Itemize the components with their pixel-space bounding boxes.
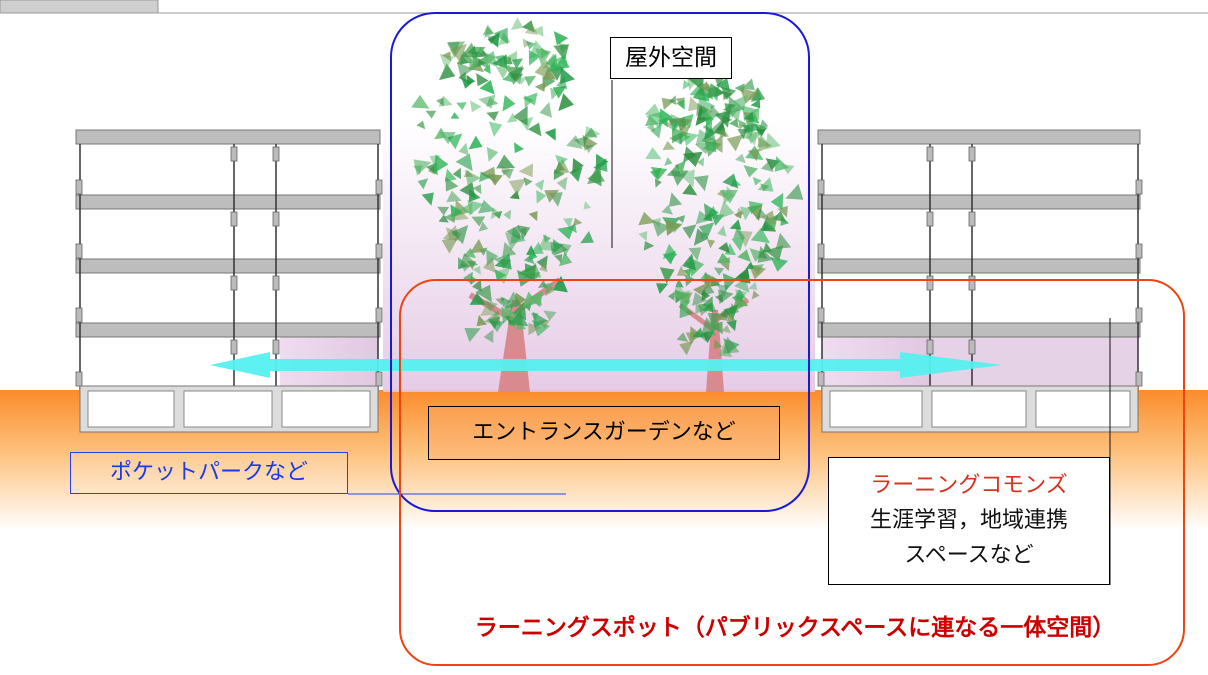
tree-left <box>411 17 609 392</box>
right-building <box>817 129 1143 433</box>
pocket-park-label: ポケットパークなど <box>70 452 348 494</box>
outdoor-space-frame <box>390 12 810 512</box>
learning-commons-box: ラーニングコモンズ 生涯学習，地域連携 スペースなど <box>828 457 1110 585</box>
connection-arrow <box>210 352 1002 378</box>
learning-commons-line2: スペースなど <box>904 543 1034 568</box>
tree-right <box>638 73 804 392</box>
learning-spot-frame <box>399 279 1185 666</box>
outdoor-space-label: 屋外空間 <box>610 37 732 79</box>
entrance-garden-label: エントランスガーデンなど <box>428 406 780 460</box>
learning-commons-title: ラーニングコモンズ <box>870 473 1068 498</box>
left-building <box>75 129 383 433</box>
learning-spot-label: ラーニングスポット（パブリックスペースに連なる一体空間） <box>474 615 1116 641</box>
corner-tab <box>0 0 159 14</box>
learning-commons-line1: 生涯学習，地域連携 <box>869 508 1068 533</box>
